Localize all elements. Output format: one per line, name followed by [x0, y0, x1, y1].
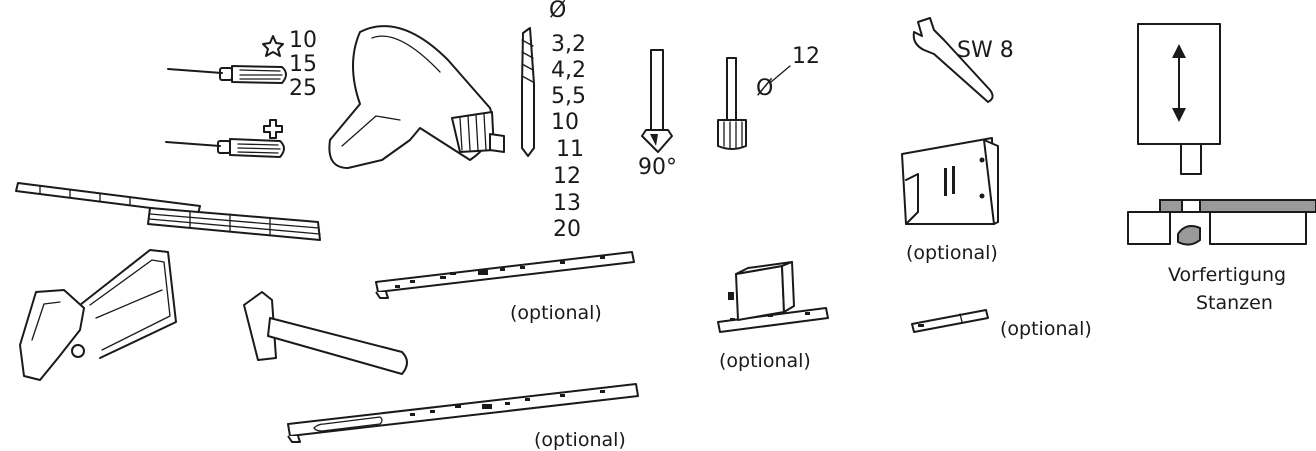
punch-press [1127, 23, 1316, 246]
press-label-line1: Vorfertigung [1168, 264, 1287, 286]
mounting-bracket [901, 137, 999, 225]
bit-size-12: 12 [553, 164, 581, 189]
torx-size-25: 25 [289, 76, 317, 101]
bit-size-5-5: 5,5 [551, 84, 586, 109]
torx-screwdriver [167, 65, 287, 84]
countersink-angle: 90° [638, 155, 677, 180]
drilling-jig-upper [375, 251, 635, 299]
phillips-icon [263, 119, 283, 139]
bit-size-11: 11 [556, 137, 584, 162]
cordless-drill [328, 25, 505, 169]
torx-size-10: 10 [289, 28, 317, 53]
pin-size: 12 [792, 44, 820, 69]
optional-label-small-rod: (optional) [1000, 318, 1092, 340]
small-rod [911, 309, 989, 333]
bit-size-13: 13 [553, 191, 581, 216]
bit-size-4-2: 4,2 [551, 58, 586, 83]
torx-icon [262, 35, 284, 57]
phillips-screwdriver [165, 138, 285, 158]
bit-size-3-2: 3,2 [551, 32, 586, 57]
bit-size-10: 10 [551, 110, 579, 135]
optional-label-jig-upper: (optional) [510, 302, 602, 324]
torx-size-15: 15 [289, 52, 317, 77]
press-label-line2: Stanzen [1196, 292, 1273, 314]
drilling-jig-lower [287, 383, 639, 443]
optional-label-jig-lower: (optional) [534, 429, 626, 451]
drill-bit [521, 27, 535, 157]
wrench [912, 17, 994, 103]
block-jig [717, 261, 829, 333]
hacksaw [19, 249, 177, 381]
hammer [243, 291, 408, 375]
wrench-size-label: SW 8 [957, 38, 1014, 63]
countersink-bit [641, 49, 673, 153]
optional-label-block-jig: (optional) [719, 350, 811, 372]
pin-punch [717, 57, 791, 150]
pin-diameter-symbol: Ø [756, 76, 774, 101]
bit-size-20: 20 [553, 217, 581, 242]
folding-ruler [15, 182, 321, 241]
optional-label-bracket: (optional) [906, 242, 998, 264]
diameter-symbol: Ø [549, 0, 567, 23]
